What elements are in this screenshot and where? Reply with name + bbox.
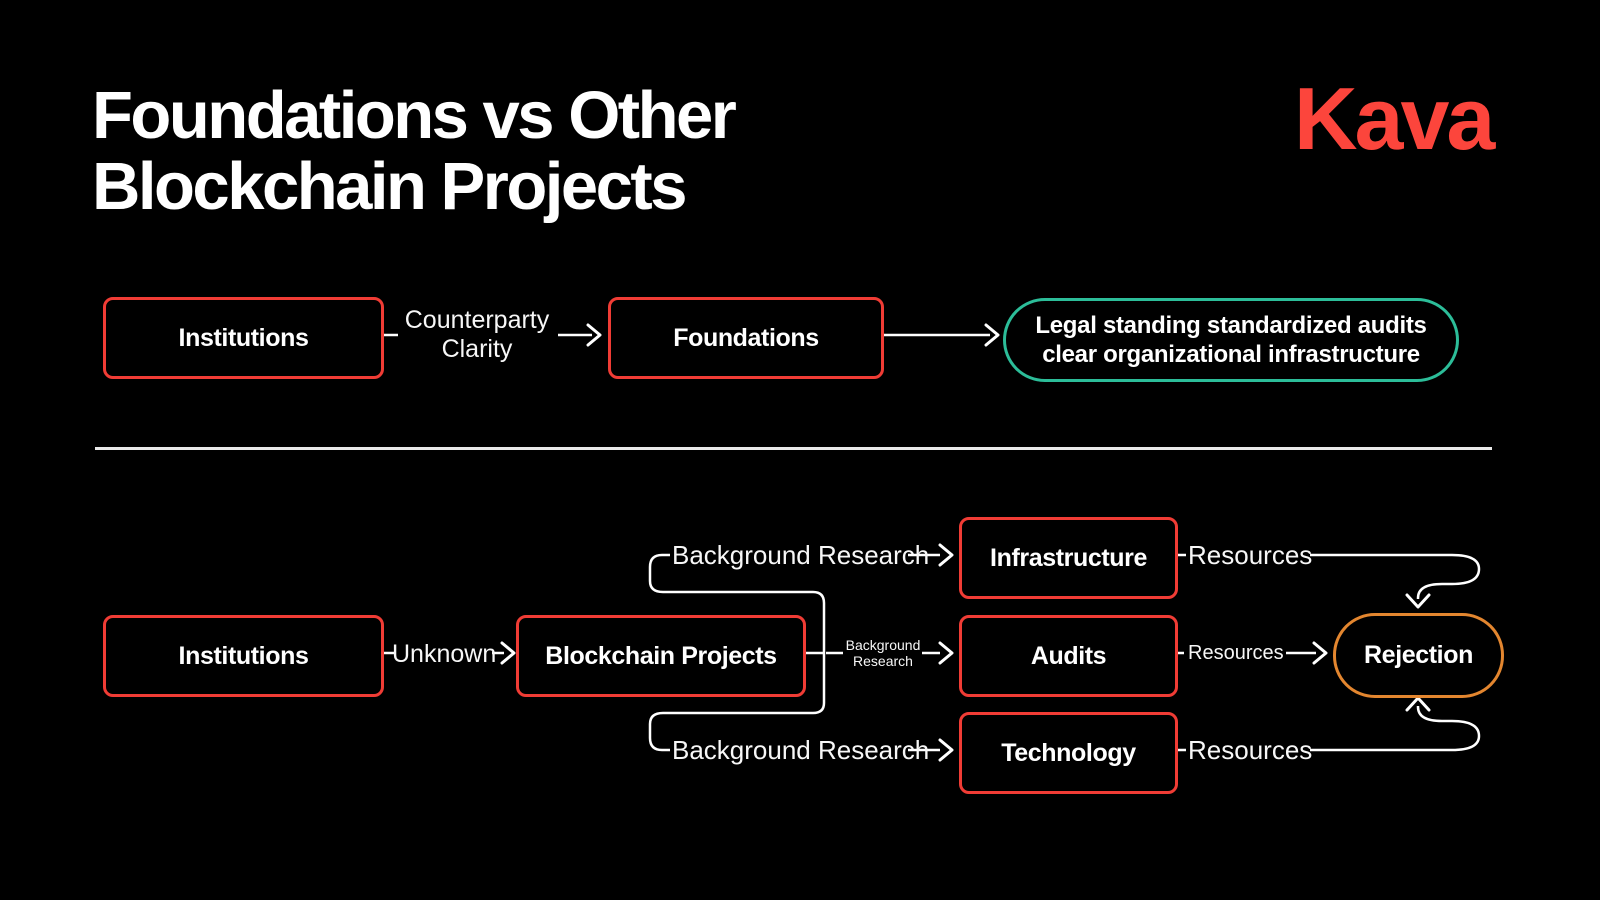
- wire-resources-bottom-hook: [1310, 706, 1481, 752]
- wire-branch-bottom: [648, 653, 826, 752]
- node-foundations-outcome: Legal standing standardized audits clear…: [1003, 298, 1459, 382]
- arrowhead-to-audits: [938, 641, 954, 665]
- node-institutions-top-label: Institutions: [178, 323, 309, 352]
- arrowhead-to-foundations: [586, 323, 602, 347]
- edge-label-resources-top: Resources: [1188, 540, 1313, 570]
- outcome-line2: clear organizational infrastructure: [1042, 341, 1420, 368]
- node-infrastructure-label: Infrastructure: [990, 543, 1147, 572]
- node-rejection-label: Rejection: [1364, 641, 1473, 669]
- wire-branch-top: [648, 553, 826, 653]
- node-audits-label: Audits: [1030, 641, 1107, 670]
- edge-label-background-research-mid: Background Research: [845, 637, 921, 669]
- page-title-line2: Blockchain Projects: [92, 149, 687, 224]
- section-divider: [95, 447, 1492, 450]
- node-rejection: Rejection: [1333, 613, 1504, 698]
- arrowhead-to-outcome: [984, 323, 1000, 347]
- node-technology: Technology: [959, 712, 1178, 794]
- node-infrastructure: Infrastructure: [959, 517, 1178, 599]
- kava-logo: Kava: [1294, 69, 1495, 168]
- outcome-line1: Legal standing standardized audits: [1035, 312, 1427, 339]
- arrowhead-to-infrastructure: [938, 543, 954, 567]
- edge-label-background-research-bottom: Background Research: [672, 735, 930, 765]
- page-title: Foundations vs Other Blockchain Projects: [92, 78, 737, 224]
- node-institutions-bottom: Institutions: [103, 615, 384, 697]
- edge-label-background-research-top: Background Research: [672, 540, 930, 570]
- arrowhead-to-technology: [938, 738, 954, 762]
- node-blockchain-projects-label: Blockchain Projects: [545, 641, 777, 670]
- edge-label-resources-bottom: Resources: [1188, 735, 1313, 765]
- node-audits: Audits: [959, 615, 1178, 697]
- edge-label-counterparty-clarity: Counterparty Clarity: [404, 306, 550, 363]
- page-title-line1: Foundations vs Other: [92, 78, 737, 153]
- arrowhead-rejection-bottom: [1405, 696, 1431, 712]
- node-institutions-top: Institutions: [103, 297, 384, 379]
- node-technology-label: Technology: [1001, 738, 1136, 767]
- node-blockchain-projects: Blockchain Projects: [516, 615, 806, 697]
- node-institutions-bottom-label: Institutions: [178, 641, 309, 670]
- node-foundations: Foundations: [608, 297, 884, 379]
- arrowhead-rejection-top: [1405, 593, 1431, 609]
- node-foundations-label: Foundations: [673, 323, 819, 352]
- wire-resources-top-hook: [1310, 553, 1481, 599]
- arrowhead-to-blockchain: [500, 641, 516, 665]
- edge-label-unknown: Unknown: [392, 640, 497, 668]
- arrowhead-rejection-left: [1312, 641, 1328, 665]
- edge-label-resources-mid: Resources: [1188, 642, 1284, 664]
